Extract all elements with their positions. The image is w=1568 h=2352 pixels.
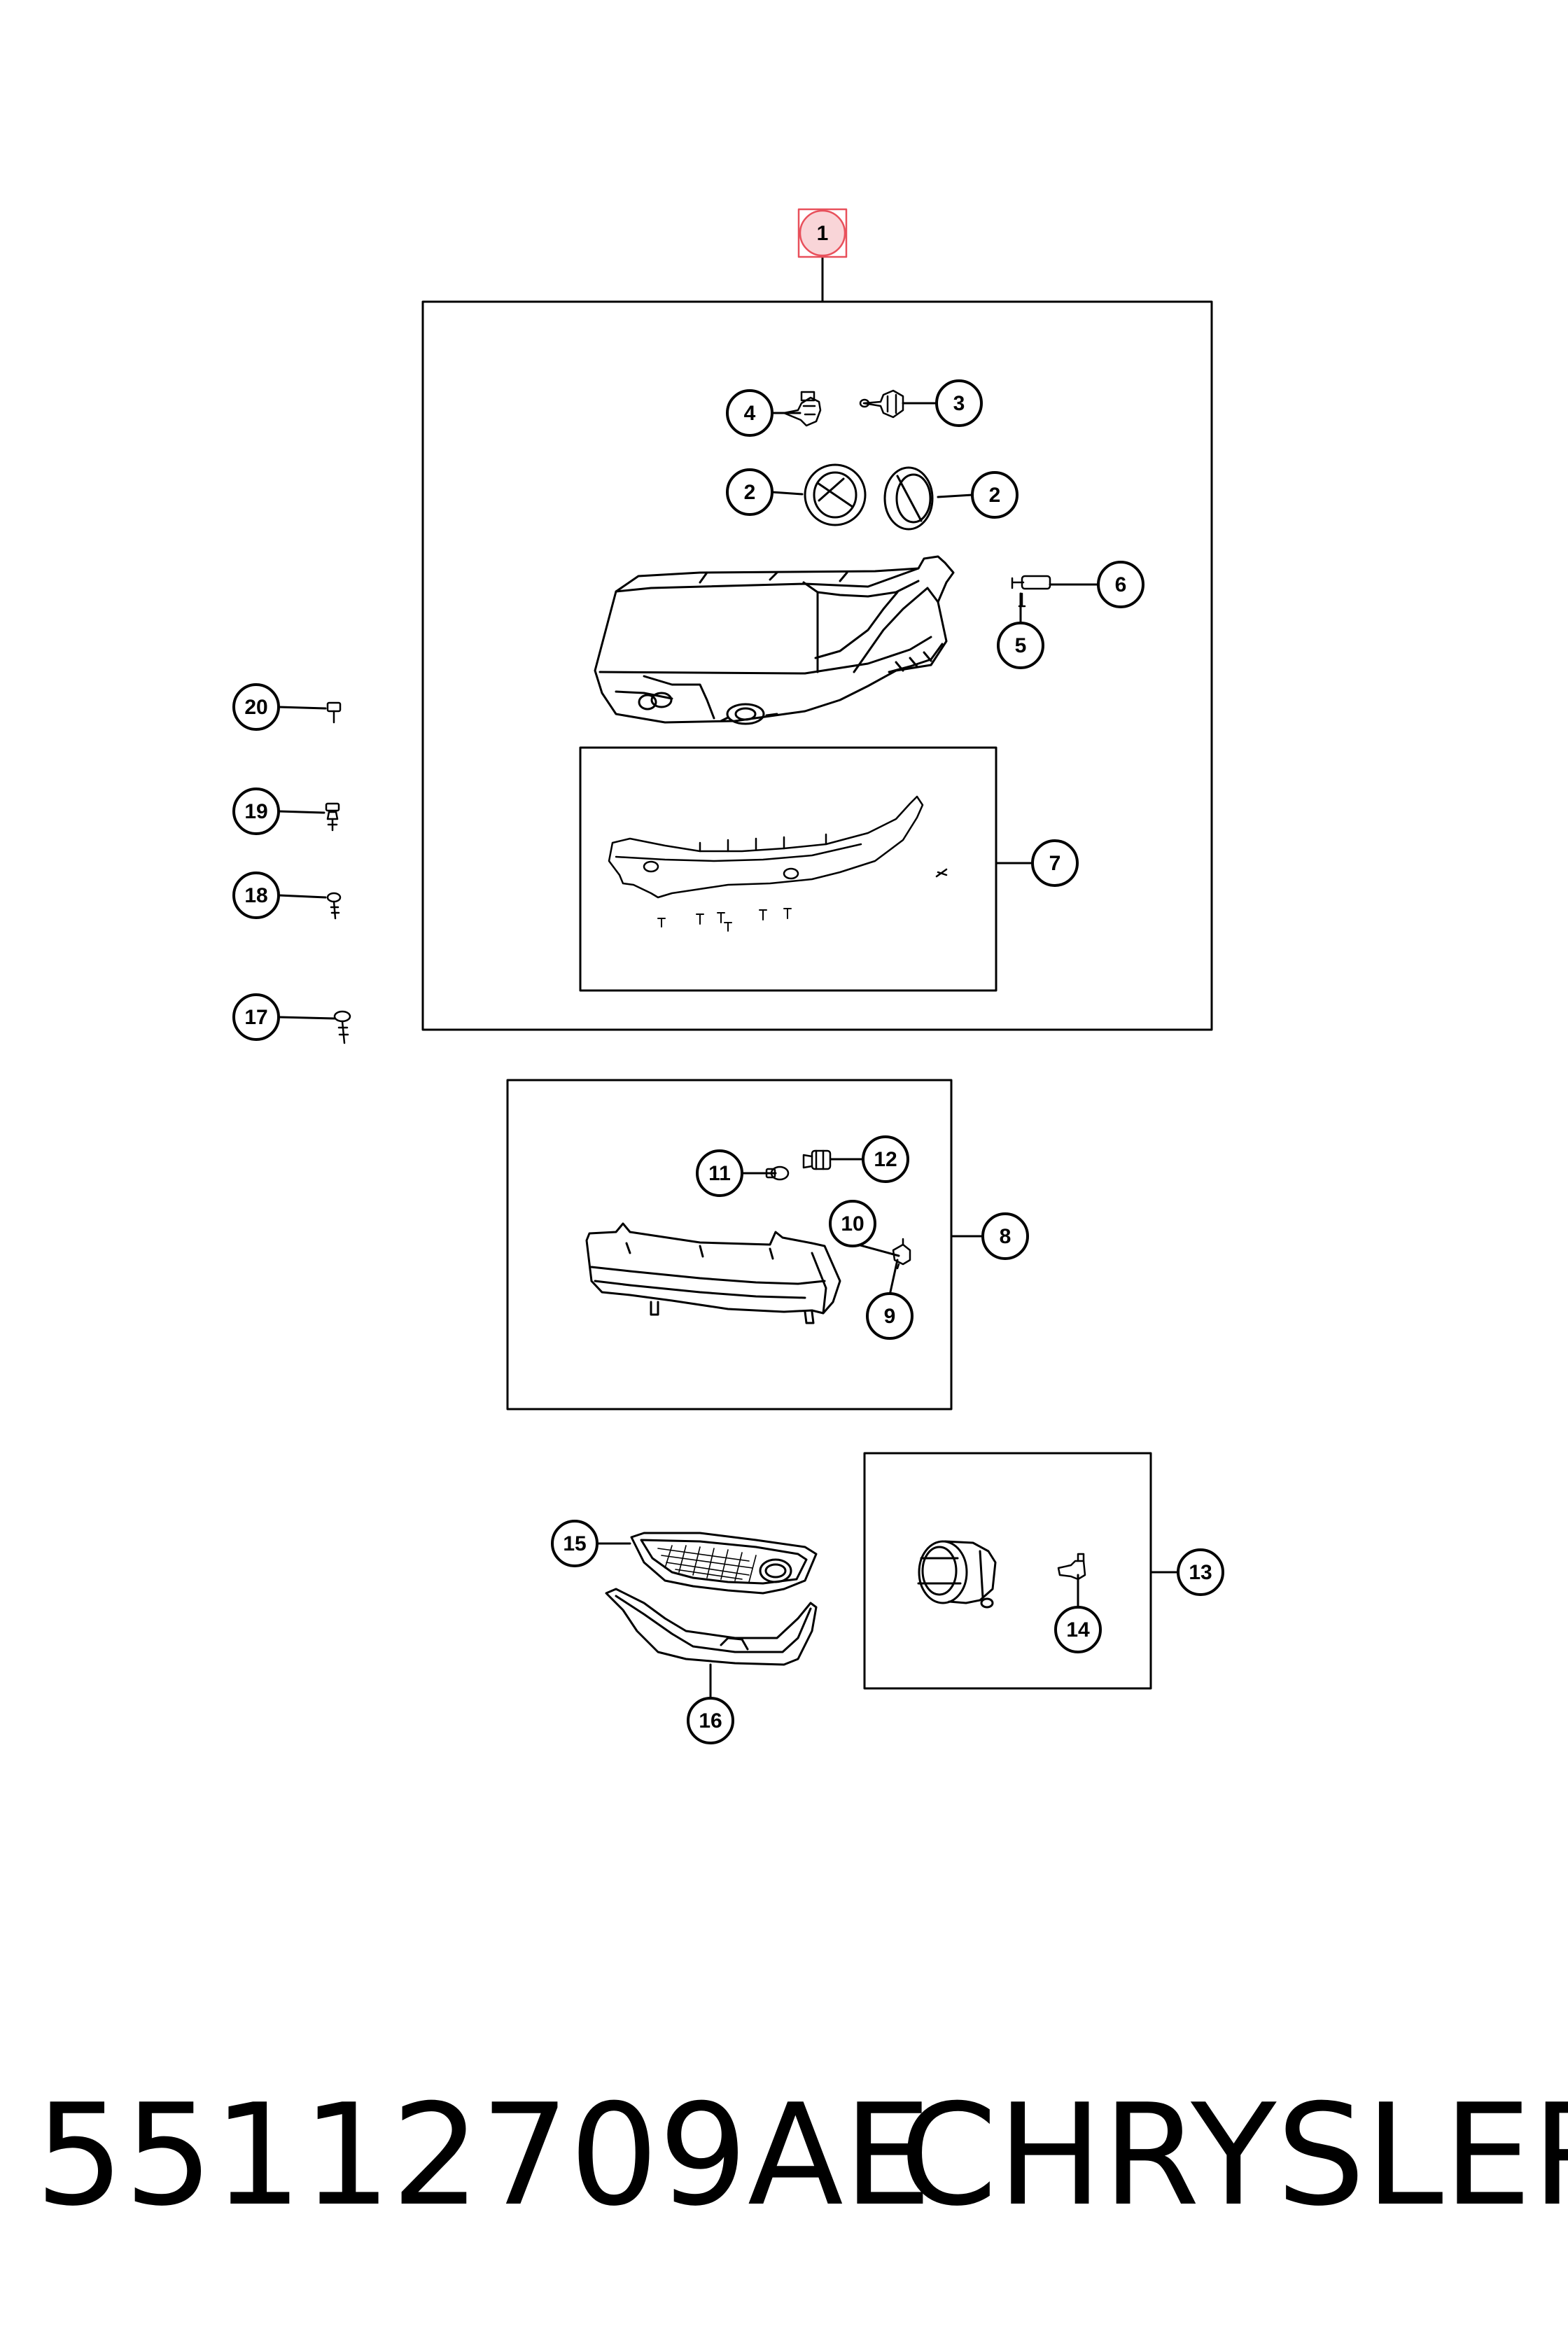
callout-circle	[1054, 1606, 1102, 1653]
callout-4: 4	[726, 389, 774, 437]
callout-5: 5	[997, 622, 1044, 669]
callout-circle	[232, 872, 280, 919]
callout-number: 9	[884, 1305, 896, 1328]
callout-number: 7	[1049, 852, 1061, 875]
callout-number: 6	[1115, 573, 1127, 596]
fastener-19-part	[325, 802, 340, 832]
drl-socket-part	[802, 1149, 832, 1170]
callout-10: 10	[829, 1200, 876, 1247]
callout-circle	[232, 683, 280, 731]
callout-8: 8	[981, 1212, 1029, 1260]
callout-circle	[997, 622, 1044, 669]
callout-number: 19	[244, 800, 267, 823]
callout-number: 2	[744, 481, 756, 504]
callout-circle	[1097, 561, 1144, 608]
drl-lamp-part	[585, 1222, 841, 1324]
footer: 55112709AE CHRYSLER	[0, 2072, 1568, 2240]
callout-circle	[971, 471, 1018, 519]
bulb-socket-part	[783, 391, 822, 427]
callout-1: 1	[797, 208, 848, 258]
callout-number: 2	[989, 484, 1001, 507]
callout-20: 20	[232, 683, 280, 731]
fog-lamp-assembly-box	[863, 1452, 1152, 1690]
wedge-bulb-part	[765, 1166, 790, 1181]
callout-6: 6	[1097, 561, 1144, 608]
callout-number: 13	[1189, 1561, 1212, 1584]
callout-11: 11	[696, 1149, 743, 1197]
callout-circle	[829, 1200, 876, 1247]
callout-number: 20	[244, 696, 267, 719]
part-number: 55112709AE	[35, 2074, 932, 2237]
callout-number: 11	[708, 1162, 731, 1185]
headlamp-part	[594, 555, 955, 725]
callout-number: 3	[953, 392, 965, 415]
callout-3: 3	[935, 379, 983, 427]
bezel-trim-part	[605, 1588, 818, 1666]
callout-number: 4	[744, 402, 756, 425]
callout-number: 15	[563, 1532, 586, 1555]
callout-number: 1	[817, 222, 829, 245]
adjuster-screw-part	[1011, 575, 1051, 608]
callout-16: 16	[687, 1697, 734, 1744]
dust-cap-left-part	[804, 463, 867, 526]
callout-number: 8	[1000, 1225, 1011, 1248]
callout-14: 14	[1054, 1606, 1102, 1653]
callout-7: 7	[1031, 839, 1079, 887]
bulb-part	[859, 389, 904, 419]
callout-circle	[232, 788, 280, 835]
callout-19: 19	[232, 788, 280, 835]
callout-12: 12	[862, 1135, 909, 1183]
mounting-bracket-part	[608, 795, 948, 932]
bracket-subassembly-box	[579, 746, 997, 992]
callout-circle	[696, 1149, 743, 1197]
manufacturer-name: CHRYSLER	[899, 2074, 1568, 2237]
fastener-17-part	[333, 1010, 351, 1044]
fastener-18-part	[326, 892, 342, 920]
callout-number: 16	[699, 1709, 722, 1732]
headlamp-assembly-box	[421, 300, 1213, 1031]
callout-circle	[1031, 839, 1079, 887]
callout-2b: 2	[971, 471, 1018, 519]
callout-number: 10	[841, 1212, 864, 1236]
callout-9: 9	[866, 1292, 913, 1340]
callout-circle	[981, 1212, 1029, 1260]
callout-15: 15	[551, 1520, 598, 1567]
callout-circle	[232, 993, 280, 1041]
callout-number: 18	[244, 884, 267, 907]
callout-number: 5	[1015, 634, 1027, 657]
fog-bezel-grille-part	[630, 1532, 818, 1595]
drl-assembly-box	[506, 1079, 953, 1410]
leader-lines	[277, 254, 1180, 1700]
dust-cap-right-part	[883, 466, 934, 531]
callout-circle	[726, 468, 774, 516]
fog-bulb-part	[1057, 1553, 1086, 1581]
callout-13: 13	[1177, 1548, 1224, 1596]
callout-circle	[799, 209, 846, 257]
callout-number: 12	[874, 1148, 897, 1171]
turn-socket-part	[892, 1238, 911, 1270]
callout-17: 17	[232, 993, 280, 1041]
callout-circle	[862, 1135, 909, 1183]
callout-number: 17	[244, 1006, 267, 1029]
callout-highlight-box	[797, 208, 848, 258]
callout-circle	[726, 389, 774, 437]
callout-2a: 2	[726, 468, 774, 516]
fog-lamp-part	[917, 1540, 997, 1609]
callout-circle	[866, 1292, 913, 1340]
fastener-20-part	[326, 701, 342, 724]
callout-circle	[551, 1520, 598, 1567]
callout-18: 18	[232, 872, 280, 919]
callout-number: 14	[1066, 1618, 1090, 1642]
callout-circle	[1177, 1548, 1224, 1596]
callout-circle	[935, 379, 983, 427]
callout-circle	[687, 1697, 734, 1744]
